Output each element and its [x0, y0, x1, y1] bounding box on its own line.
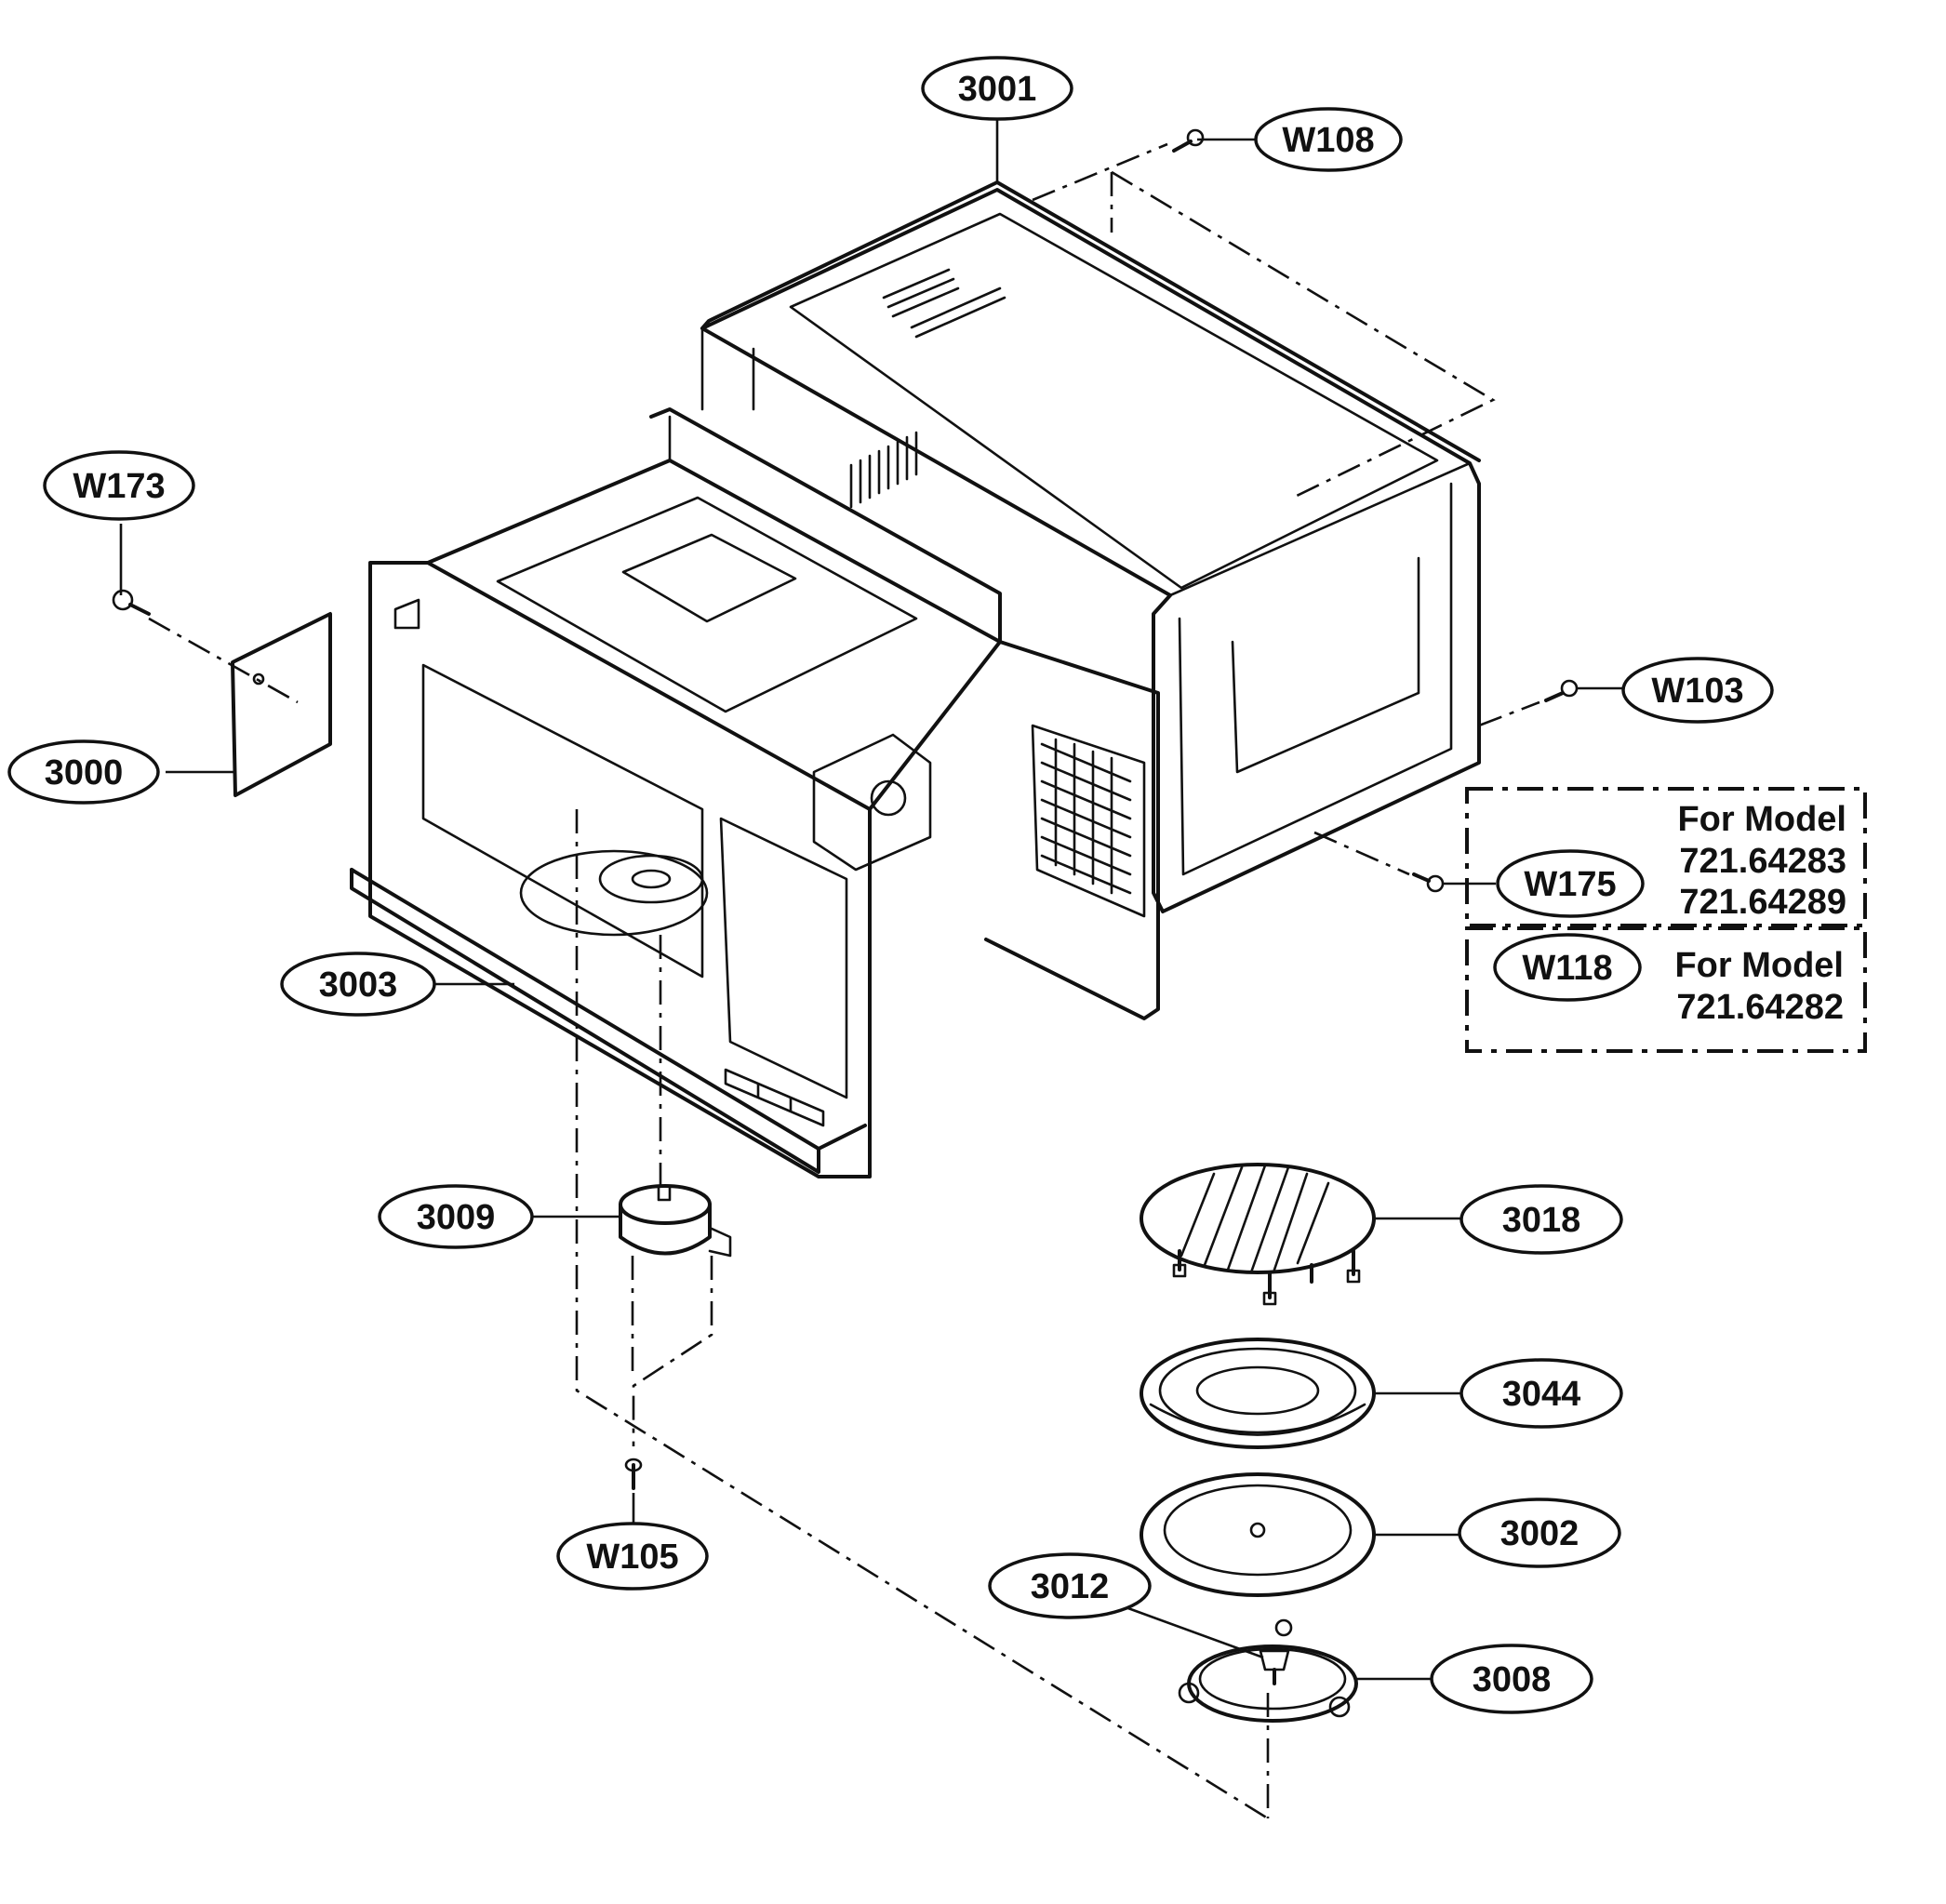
cover-panel-3000	[231, 612, 332, 797]
glass-tray-3002	[1140, 1472, 1376, 1597]
outer-cabinet	[700, 180, 1481, 913]
svg-text:3002: 3002	[1500, 1514, 1579, 1553]
side-vent-slots	[849, 431, 918, 509]
part-label-w105: W105	[556, 1522, 709, 1591]
svg-text:3003: 3003	[319, 965, 398, 1005]
svg-text:W173: W173	[73, 467, 165, 506]
part-label-w175: W175	[1496, 849, 1645, 918]
part-label-3009: 3009	[378, 1184, 534, 1249]
rack-stripes	[1180, 1164, 1330, 1274]
svg-text:W103: W103	[1651, 672, 1743, 711]
svg-text:3001: 3001	[958, 70, 1037, 109]
svg-text:721.64282: 721.64282	[1676, 988, 1844, 1027]
svg-text:721.64283: 721.64283	[1679, 842, 1846, 881]
grille	[1040, 738, 1132, 895]
svg-text:3044: 3044	[1502, 1375, 1581, 1414]
svg-text:W105: W105	[586, 1538, 678, 1577]
part-label-3001: 3001	[921, 56, 1073, 121]
part-label-3008: 3008	[1430, 1644, 1593, 1714]
screw-w108	[1172, 128, 1205, 153]
rack-3018	[1140, 1163, 1376, 1306]
part-label-3012: 3012	[988, 1552, 1152, 1619]
coupler-3012	[1259, 1649, 1290, 1685]
roller-ring-3008	[1178, 1618, 1358, 1723]
part-label-3044: 3044	[1460, 1358, 1623, 1429]
assembly-lines	[148, 142, 1540, 1820]
svg-text:W118: W118	[1522, 949, 1612, 988]
svg-text:721.64289: 721.64289	[1679, 883, 1846, 922]
part-label-w173: W173	[43, 450, 195, 521]
svg-text:3018: 3018	[1502, 1201, 1581, 1240]
model-note-box-2: For Model 721.64282	[1465, 926, 1867, 1053]
svg-text:For Model: For Model	[1677, 800, 1846, 839]
svg-text:W175: W175	[1524, 865, 1616, 904]
part-label-w118: W118	[1493, 933, 1642, 1002]
svg-text:W108: W108	[1282, 121, 1374, 160]
part-label-w103: W103	[1621, 657, 1774, 724]
leader-lines	[119, 119, 1623, 1681]
screw-w173	[112, 589, 151, 616]
turntable-motor-3009	[619, 1184, 732, 1258]
part-label-3003: 3003	[280, 952, 436, 1017]
svg-text:For Model: For Model	[1674, 946, 1844, 985]
svg-text:3000: 3000	[45, 753, 124, 792]
part-label-3018: 3018	[1460, 1184, 1623, 1255]
model-note-box-1: For Model 721.64283 721.64289	[1465, 787, 1867, 927]
top-vent-slots	[882, 268, 1006, 339]
inner-chassis	[350, 407, 1160, 1178]
screw-w175	[1412, 872, 1445, 893]
part-label-w108: W108	[1254, 107, 1403, 172]
tray-3044	[1140, 1338, 1376, 1449]
svg-text:3008: 3008	[1473, 1660, 1552, 1699]
svg-text:3009: 3009	[417, 1198, 496, 1237]
svg-text:3012: 3012	[1031, 1567, 1110, 1606]
part-label-3000: 3000	[7, 739, 160, 805]
screw-w103	[1544, 679, 1579, 702]
part-label-3002: 3002	[1458, 1498, 1621, 1568]
screw-w105	[624, 1458, 643, 1490]
